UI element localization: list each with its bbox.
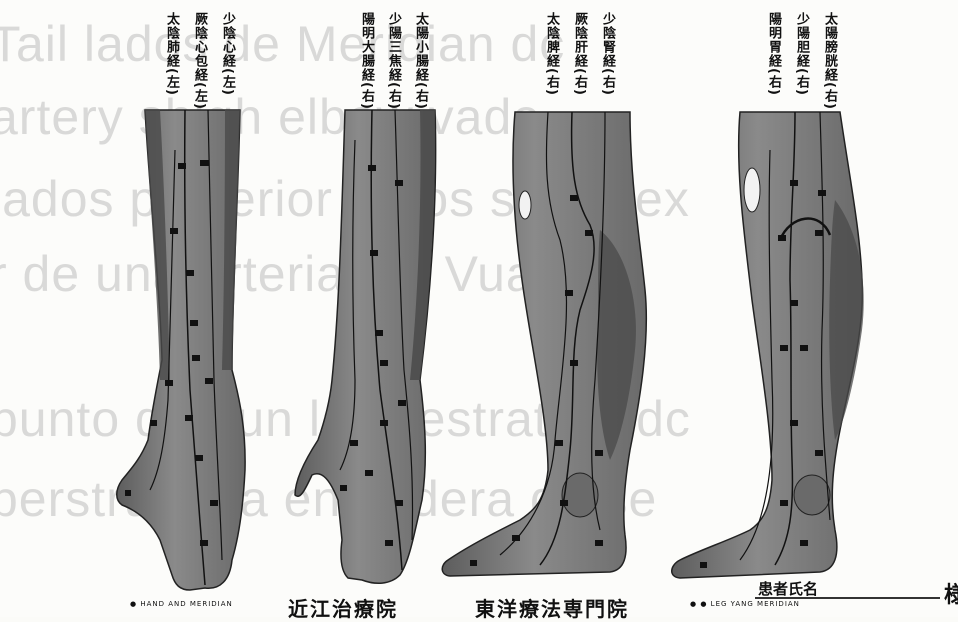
meridian-label: 太陽膀胱経(右) [822,12,836,112]
meridian-label: 少陽胆経(右) [794,12,808,112]
footer-small-caption-right: ● ● LEG YANG MERIDIAN [690,600,800,608]
patient-name-label: 患者氏名 [758,578,818,599]
meridian-label: 厥陰心包経(左) [192,12,206,112]
meridian-label: 少陰腎経(右) [600,12,614,112]
honorific-suffix: 様 [944,577,958,609]
footer-small-caption-left: ● HAND AND MERIDIAN [130,600,233,608]
meridian-label: 厥陰肝経(右) [572,12,586,112]
meridian-label: 太陽小腸経(右) [413,12,427,112]
meridian-label: 少陰心経(左) [220,12,234,112]
meridian-label: 陽明大腸経(右) [359,12,373,112]
lateral-leg-figure [672,112,864,578]
right-arm-figure [295,110,436,583]
meridian-label: 陽明胃経(右) [766,12,780,112]
footer-caption-right: 東洋療法専門院 [475,593,629,622]
left-arm-figure [117,110,245,590]
footer-caption-left: 近江治療院 [288,593,398,622]
medial-leg-figure [442,112,646,576]
meridian-label: 太陰脾経(右) [544,12,558,112]
meridian-label: 少陽三焦経(右) [386,12,400,112]
patient-name-underline [755,597,940,599]
meridian-label: 太陰肺経(左) [164,12,178,112]
